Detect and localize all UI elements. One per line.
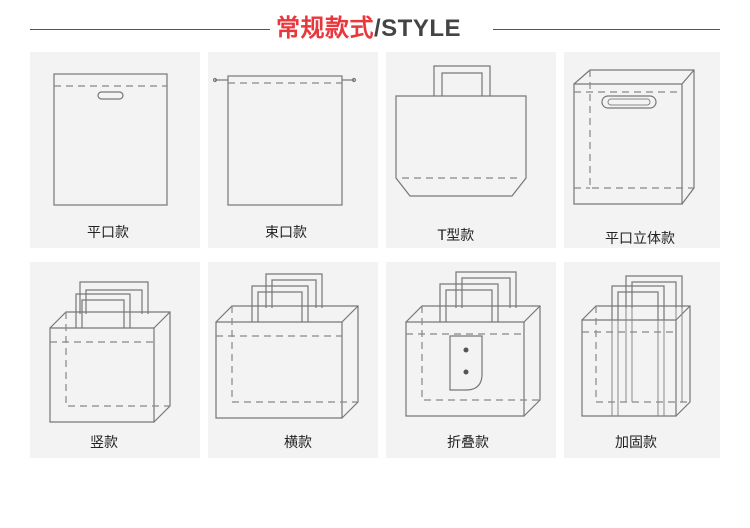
reinforced-bag-illustration [581,275,691,417]
folding-bag-illustration [405,271,541,417]
header-rule-left [30,29,270,30]
style-label-flat-3d: 平口立体款 [605,231,675,247]
header-rule-right [493,29,720,30]
style-label-reinforced: 加固款 [615,435,657,451]
style-card-folding [386,262,556,458]
style-card-drawstring [208,52,378,248]
style-card-t-shape [386,52,556,248]
style-label-t-shape: T型款 [437,228,475,244]
vertical-bag-illustration [49,281,171,423]
style-label-folding: 折叠款 [447,435,489,451]
drawstring-bag-illustration [212,75,357,206]
title-chinese: 常规款式 [276,14,374,42]
horizontal-bag-illustration [215,273,359,419]
page-header: 常规款式/STYLE [0,0,750,56]
style-card-vertical [30,262,200,458]
style-label-vertical: 竖款 [90,435,118,451]
flat-bag-illustration [53,73,168,206]
flat-3d-bag-illustration [573,69,695,205]
t-shape-bag-illustration [395,65,527,197]
style-card-horizontal [208,262,378,458]
style-card-reinforced [564,262,720,458]
page-title: 常规款式/STYLE [276,10,461,46]
title-english: STYLE [381,15,462,42]
style-label-flat: 平口款 [87,225,129,241]
style-card-flat-3d [564,52,720,248]
style-label-horizontal: 横款 [284,435,312,451]
title-separator: / [374,15,382,42]
style-label-drawstring: 束口款 [265,225,307,241]
style-card-flat [30,52,200,248]
